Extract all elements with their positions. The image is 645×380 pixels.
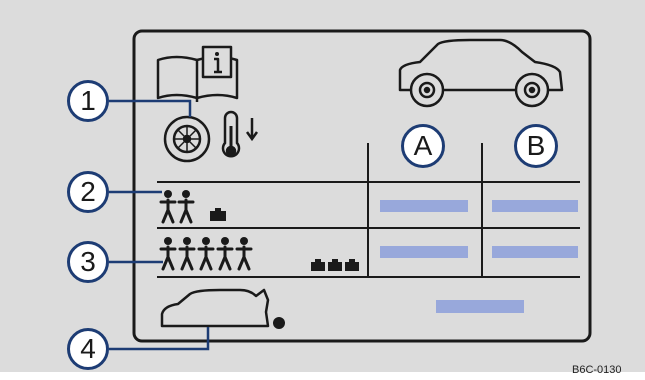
- value-bar-row4: [436, 300, 524, 313]
- callout-4: 4: [67, 328, 109, 370]
- column-b-label: B: [514, 124, 558, 168]
- figure-code-label: B6C-0130: [572, 364, 622, 376]
- callout-1: 1: [67, 80, 109, 122]
- callout-2: 2: [67, 171, 109, 213]
- callout-3: 3: [67, 241, 109, 283]
- value-bar-row2-a: [380, 200, 468, 212]
- value-bar-row3-a: [380, 246, 468, 258]
- value-bar-row3-b: [492, 246, 578, 258]
- column-a-label: A: [401, 124, 445, 168]
- value-bar-row2-b: [492, 200, 578, 212]
- large-luggage-icon: [311, 259, 359, 271]
